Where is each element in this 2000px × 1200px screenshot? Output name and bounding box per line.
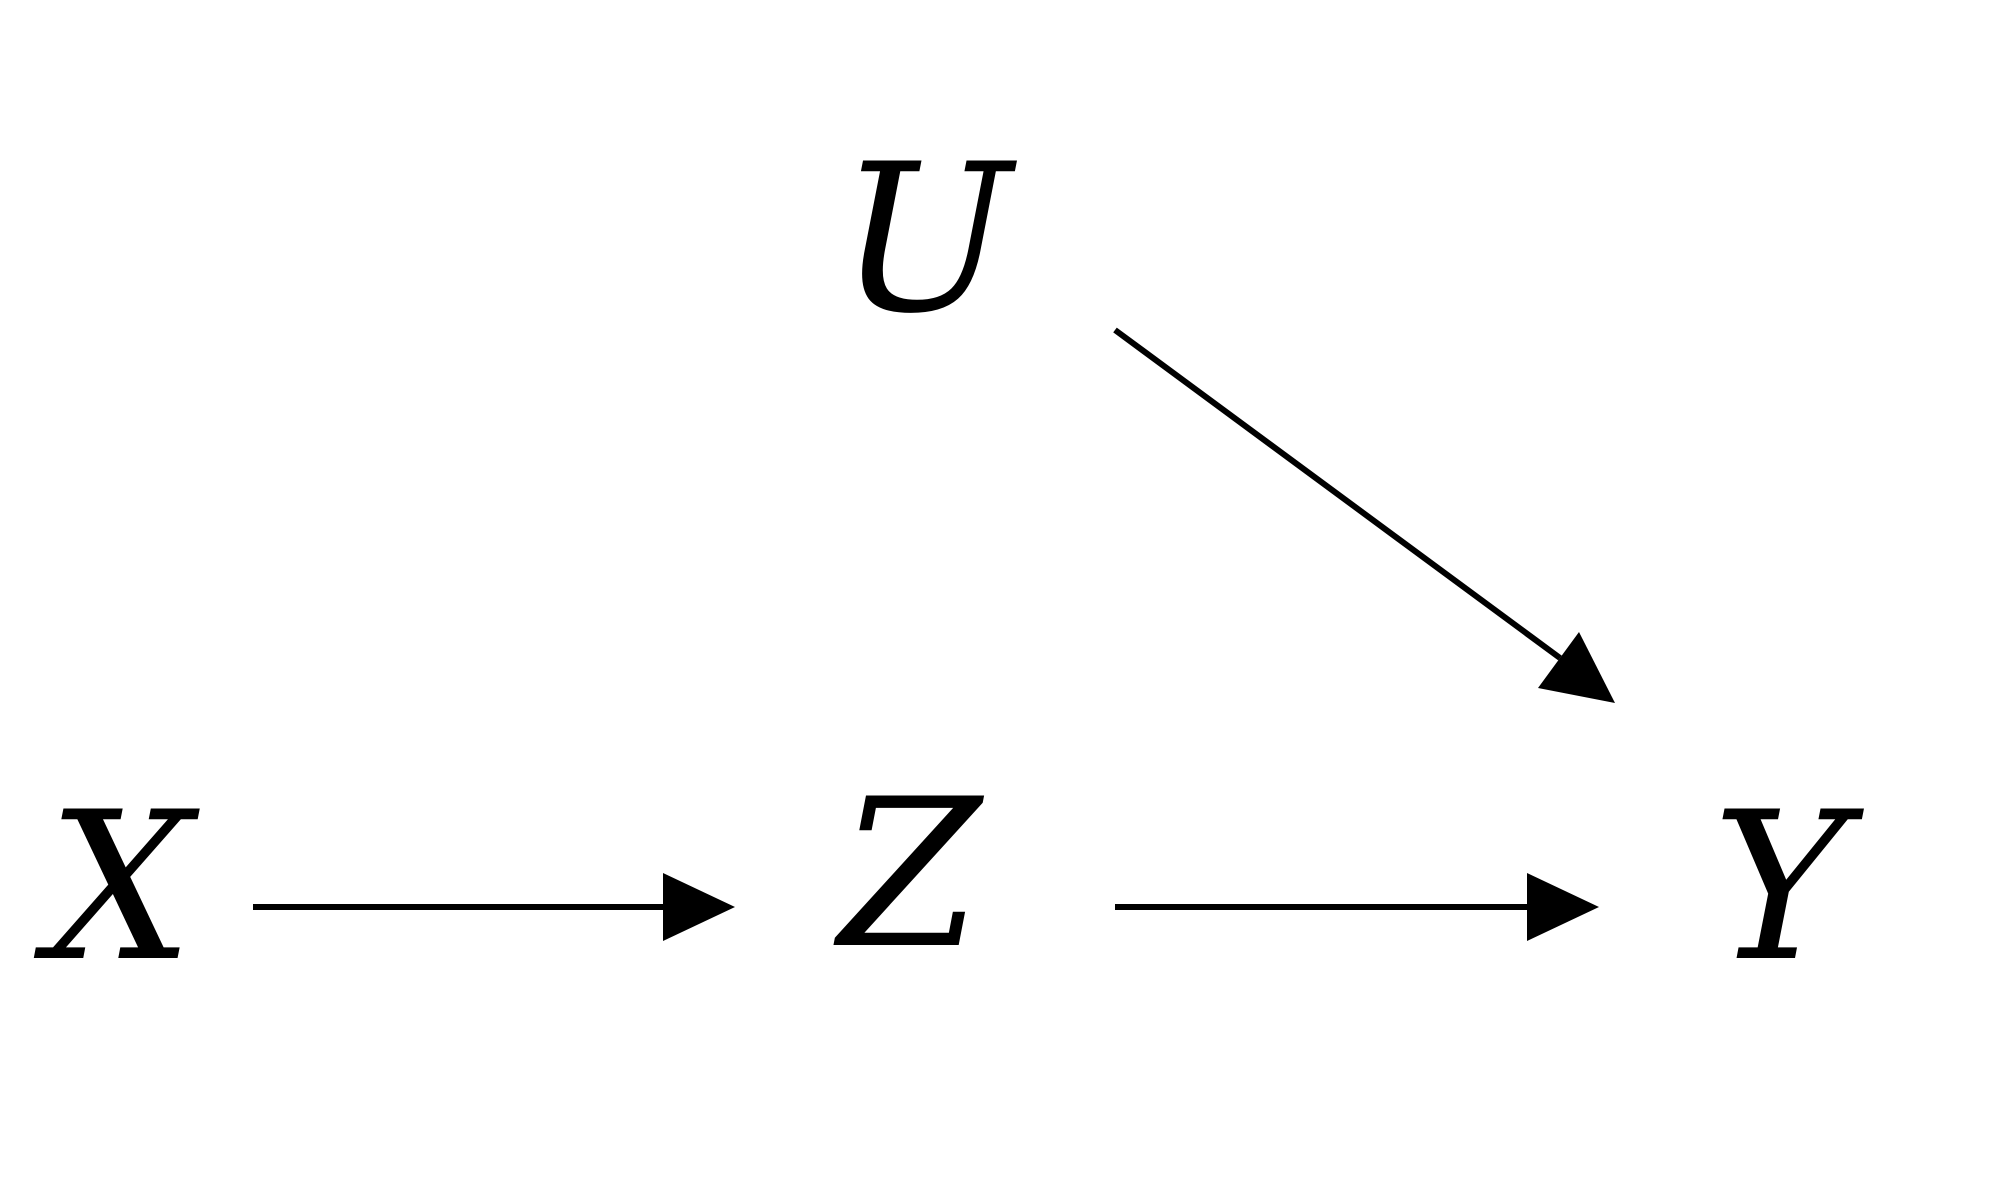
node-u-label: U	[839, 121, 1018, 359]
edge-u-to-y-arrowhead	[1538, 632, 1615, 703]
edge-z-to-y-arrowhead	[1527, 873, 1599, 941]
node-z-label: Z	[833, 756, 985, 994]
node-y-label: Y	[1712, 769, 1864, 1007]
node-x-label: X	[33, 769, 200, 1007]
edge-z-to-y	[1115, 873, 1599, 941]
edge-u-to-y-line	[1113, 327, 1562, 661]
edge-x-to-z	[253, 873, 735, 941]
edge-u-to-y	[1113, 327, 1615, 703]
edge-x-to-z-arrowhead	[663, 873, 735, 941]
